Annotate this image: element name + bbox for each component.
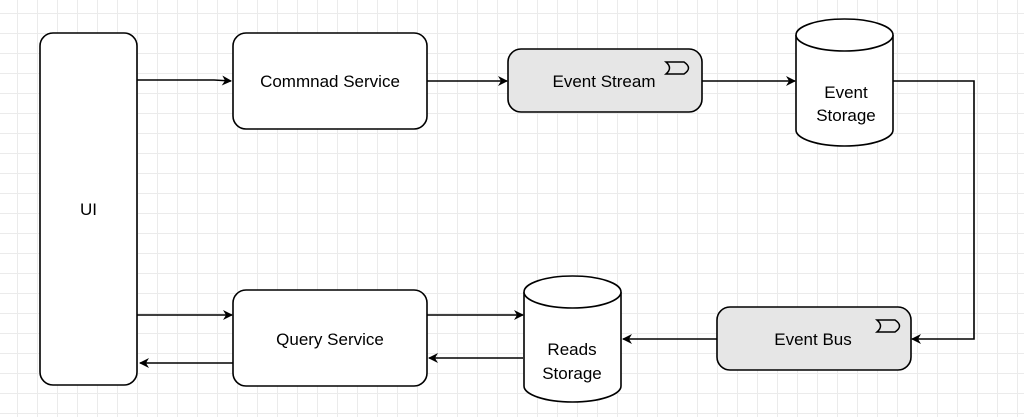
node-event-storage[interactable]: Event Storage xyxy=(795,18,894,147)
node-query-service[interactable]: Query Service xyxy=(232,289,428,387)
node-event-storage-line2: Storage xyxy=(816,106,876,125)
node-event-bus-label: Event Bus xyxy=(774,330,852,349)
node-ui-label: UI xyxy=(80,200,97,219)
queue-icon xyxy=(663,61,690,75)
edge-event-storage-to-event-bus xyxy=(893,80,975,344)
queue-icon xyxy=(874,319,901,333)
node-reads-storage-line2: Storage xyxy=(542,364,602,383)
node-event-storage-line1: Event xyxy=(824,83,868,102)
node-ui[interactable]: UI xyxy=(39,32,138,386)
node-reads-storage-line1: Reads xyxy=(547,340,596,359)
node-command-service[interactable]: Commnad Service xyxy=(232,32,428,130)
edge-ui-to-command-service xyxy=(137,75,232,86)
node-query-service-label: Query Service xyxy=(276,330,384,349)
node-command-service-label: Commnad Service xyxy=(260,72,400,91)
node-event-stream-label: Event Stream xyxy=(553,72,656,91)
node-reads-storage[interactable]: Reads Storage xyxy=(523,275,622,403)
node-event-bus[interactable]: Event Bus xyxy=(716,306,912,371)
node-event-stream[interactable]: Event Stream xyxy=(507,48,703,113)
